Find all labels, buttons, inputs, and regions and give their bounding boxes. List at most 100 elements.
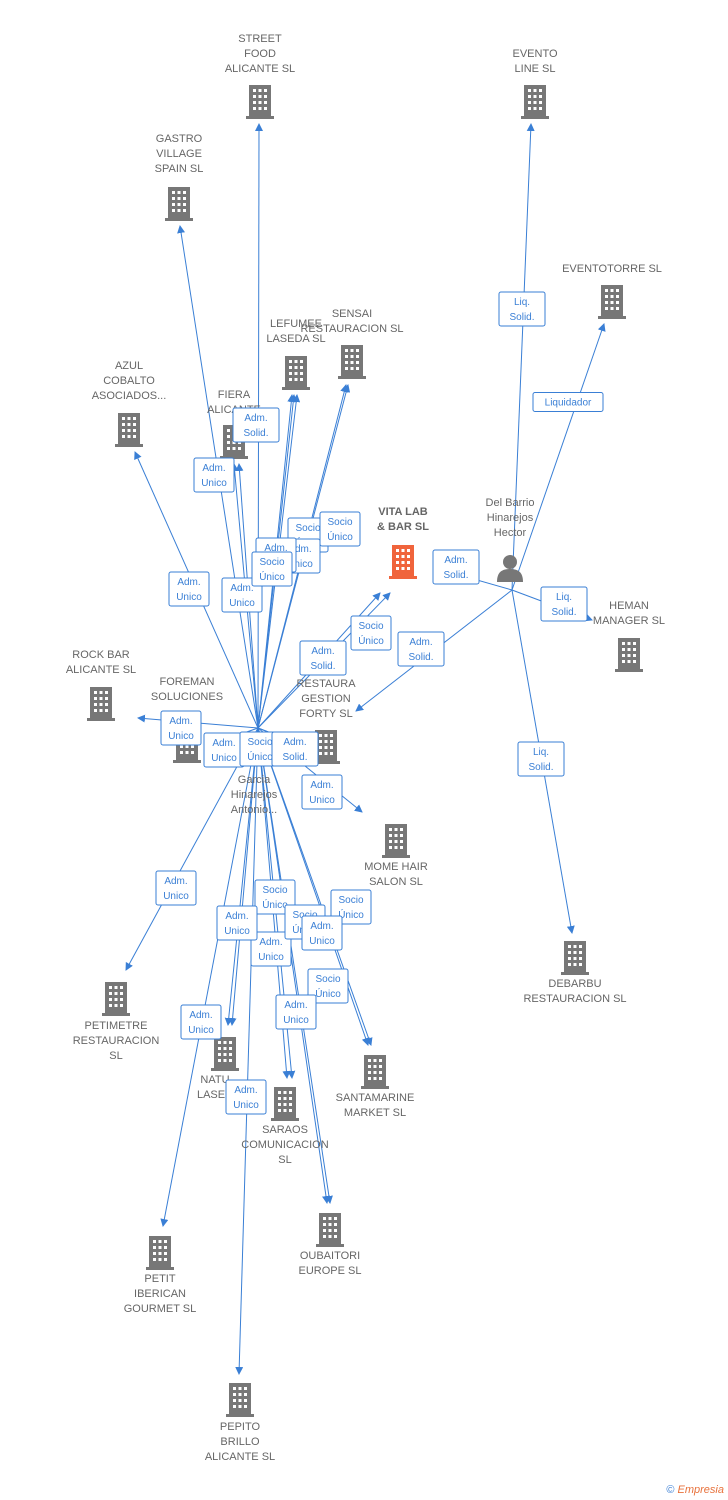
edge-label[interactable]: Adm. Unico <box>203 732 245 768</box>
edge-label[interactable]: Adm.Solid. <box>397 631 445 667</box>
node-label: RESTAURACION <box>73 1035 160 1047</box>
node-label: LEFUMEE <box>270 318 322 330</box>
node-label: HEMAN <box>609 600 649 612</box>
edge-label-text: Socio <box>295 523 320 534</box>
edge-delbarrio-eventotorre <box>511 323 606 591</box>
edge-label[interactable]: Liq.Solid. <box>540 586 588 622</box>
node-vita[interactable]: VITA LAB & BAR SL <box>377 506 429 579</box>
node-azul[interactable]: AZULCOBALTOASOCIADOS... <box>92 360 167 447</box>
edge-label[interactable]: Adm.Unico <box>301 774 343 810</box>
brand-logo-text: Empresia <box>677 1484 724 1496</box>
building-icon <box>316 1213 344 1247</box>
edge-labels-layer: Liq.Solid.LiquidadorAdm.Solid.Liq.Solid.… <box>155 291 604 1115</box>
node-heman[interactable]: HEMAN MANAGER SL <box>593 600 665 672</box>
building-icon <box>361 1055 389 1089</box>
edge-label-text: Unico <box>211 753 237 764</box>
edge-label[interactable]: Adm.Unico <box>168 571 210 607</box>
node-garcia[interactable]: GarciaHinarejosAntonio... <box>231 735 278 816</box>
node-label: Garcia <box>238 774 271 786</box>
node-label: GOURMET SL <box>124 1303 197 1315</box>
edge-label-box <box>301 915 343 951</box>
building-icon <box>246 85 274 119</box>
node-label: LASEDA SL <box>266 333 325 345</box>
edge-label-text: Liq. <box>533 747 549 758</box>
node-label: SL <box>109 1050 122 1062</box>
footer-brand[interactable]: © Empresia <box>666 1484 724 1496</box>
edge-label[interactable]: Adm.Solid. <box>271 731 319 767</box>
edge-label[interactable]: Adm.Unico <box>275 994 317 1030</box>
edge-label[interactable]: Adm.Unico <box>216 905 258 941</box>
node-label: & BAR SL <box>377 521 429 533</box>
building-icon <box>282 356 310 390</box>
edge-label-box <box>221 577 263 613</box>
edge-label[interactable]: Adm.Unico <box>160 710 202 746</box>
edge-label-text: Adm. <box>264 543 287 554</box>
edge-label[interactable]: Adm.Unico <box>301 915 343 951</box>
edge-label[interactable]: Liq.Solid. <box>498 291 546 327</box>
edge-label[interactable]: Liquidador <box>532 392 604 412</box>
building-icon <box>102 982 130 1016</box>
edge-garcia-santamarine <box>257 727 370 1046</box>
edge-label[interactable]: Adm.Unico <box>193 457 235 493</box>
node-label: VITA LAB <box>378 506 428 518</box>
node-label: Antonio... <box>231 804 277 816</box>
node-label: MARKET SL <box>344 1107 406 1119</box>
edge-label-text: Único <box>338 908 364 921</box>
edge-label-box <box>397 631 445 667</box>
edge-label-text: Socio <box>358 621 383 632</box>
node-label: ALICANTE SL <box>225 63 295 75</box>
edge-label[interactable]: Adm.Unico <box>225 1079 267 1115</box>
edge-label[interactable]: Adm.Unico <box>155 870 197 906</box>
edge-label-box <box>160 710 202 746</box>
edge-label[interactable]: Adm.Unico <box>221 577 263 613</box>
building-icon <box>146 1236 174 1270</box>
edge-label-text: Adm. <box>259 937 282 948</box>
edge-label-text: Único <box>262 898 288 911</box>
edge-label-text: Liq. <box>514 297 530 308</box>
edge-label[interactable]: Adm.Solid. <box>432 549 480 585</box>
building-icon <box>561 941 589 975</box>
edge-label-text: Socio <box>315 974 340 985</box>
node-eventotorre[interactable]: EVENTOTORRE SL <box>562 263 662 319</box>
edge-label-text: Adm. <box>288 544 311 555</box>
edge-label[interactable]: Adm.Unico <box>250 931 292 967</box>
edge-label-box <box>498 291 546 327</box>
node-label: Del Barrio <box>486 497 535 509</box>
edge-label-text: Unico <box>309 795 335 806</box>
edge-label[interactable]: Adm.Solid. <box>232 407 280 443</box>
edge-label-text: Adm. <box>212 738 235 749</box>
edge-label-text: Solid. <box>310 661 335 672</box>
edge-label[interactable]: Adm.Solid. <box>299 640 347 676</box>
edge-label-text: Liq. <box>556 592 572 603</box>
edge-label[interactable]: Adm.Unico <box>180 1004 222 1040</box>
node-label: MANAGER SL <box>593 615 665 627</box>
edge-label-text: Socio <box>327 517 352 528</box>
edge-label[interactable]: Liq.Solid. <box>517 741 565 777</box>
edge-label-text: Adm. <box>164 876 187 887</box>
edge-label-box <box>319 511 361 547</box>
node-lefumee[interactable]: LEFUMEE LASEDA SL <box>266 318 326 390</box>
node-label: ALICANTE SL <box>66 664 136 676</box>
